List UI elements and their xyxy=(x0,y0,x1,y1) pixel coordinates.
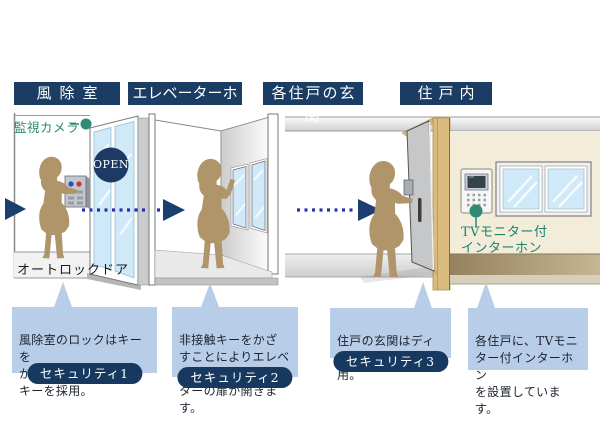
callout-bubble-1: 風除室のロックはキーを かざすだけの非接触 キーを採用。 セキュリティ1 xyxy=(12,307,157,398)
callout-text: 各住戸に、TVモニ ター付インターホン を設置しています。 xyxy=(475,334,579,416)
scene-elevator-hall xyxy=(148,113,279,286)
autolock-glass-door xyxy=(89,115,139,286)
surveillance-camera-label: 監視カメラ xyxy=(14,120,80,135)
dimple-lock-reader xyxy=(403,179,414,196)
security-badge-1: セキュリティ1 xyxy=(26,363,143,384)
resident-figure-1 xyxy=(39,156,78,259)
keypad-blue-light xyxy=(68,181,74,187)
flow-arrow-2 xyxy=(163,199,185,221)
callout-bubble-3: 住戸の玄関はディ ンプルキーを採用。 セキュリティ3 xyxy=(330,308,451,382)
hall-floor-base xyxy=(154,277,279,286)
autolock-door-label: オートロックドア xyxy=(17,263,130,278)
security-badge-2: セキュリティ2 xyxy=(177,367,293,388)
keypad-side xyxy=(86,176,90,209)
scene-unit-entrance xyxy=(285,116,600,291)
scene-windbreak-room xyxy=(5,113,185,290)
interior-floor xyxy=(450,254,600,275)
floor-strip xyxy=(14,252,90,278)
wall-column xyxy=(137,117,150,286)
door-handle xyxy=(418,198,422,222)
hall-left-frame xyxy=(148,113,156,286)
hall-floor xyxy=(154,249,273,279)
entrance-door-assembly xyxy=(360,117,451,291)
elevator-door-glass xyxy=(232,166,247,229)
callout-tail-3 xyxy=(414,282,432,308)
intercom-unit xyxy=(460,168,493,228)
callout-tails xyxy=(54,282,495,308)
callout-tail-1 xyxy=(54,282,72,307)
keypad-red-light xyxy=(76,181,82,187)
intercom-indicator-dot xyxy=(469,204,483,218)
stage-elevator-hall: エレベーターホール xyxy=(128,82,242,125)
intercom-screen xyxy=(467,176,486,188)
callout-tail-2 xyxy=(201,283,219,307)
door-shadow xyxy=(360,266,438,283)
glass-streaks xyxy=(507,175,583,208)
door-right-jamb xyxy=(432,117,451,291)
callout-bubble-4: 各住戸に、TVモニ ター付インターホン を設置しています。 xyxy=(468,308,588,416)
elevator-doors xyxy=(230,158,268,234)
callout-bubble-2: 非接触キーをかざ すことによりエレベー ターの扉が開きます。 セキュリティ2 xyxy=(172,307,298,415)
glass-pane xyxy=(114,121,135,279)
flow-arrow-3 xyxy=(358,199,381,221)
stage-unit-interior: 住戸内 xyxy=(400,82,492,105)
stage-windbreak-room: 風除室 xyxy=(14,82,120,105)
camera-indicator-dot xyxy=(80,118,92,130)
open-sign-label: OPEN xyxy=(92,158,130,171)
security-badge-3: セキュリティ3 xyxy=(332,351,449,372)
entrance-door xyxy=(406,120,435,272)
open-sign xyxy=(93,147,129,183)
door-sill xyxy=(87,273,141,290)
tv-intercom-label: TVモニター付 インターホン xyxy=(461,225,548,256)
scene-unit-interior xyxy=(450,131,600,285)
entrance-floor-band xyxy=(285,254,450,277)
stage-unit-entrance: 各住戸の玄関 xyxy=(263,82,363,125)
glass-streaks xyxy=(234,169,265,219)
flow-arrow-1 xyxy=(5,198,26,220)
floor-lines xyxy=(14,251,90,279)
window xyxy=(495,161,592,217)
interior-floor-lower xyxy=(450,275,600,284)
callout-tail-4 xyxy=(477,282,495,308)
door-edge-highlight xyxy=(428,121,435,271)
hall-front-pillar xyxy=(267,113,279,275)
